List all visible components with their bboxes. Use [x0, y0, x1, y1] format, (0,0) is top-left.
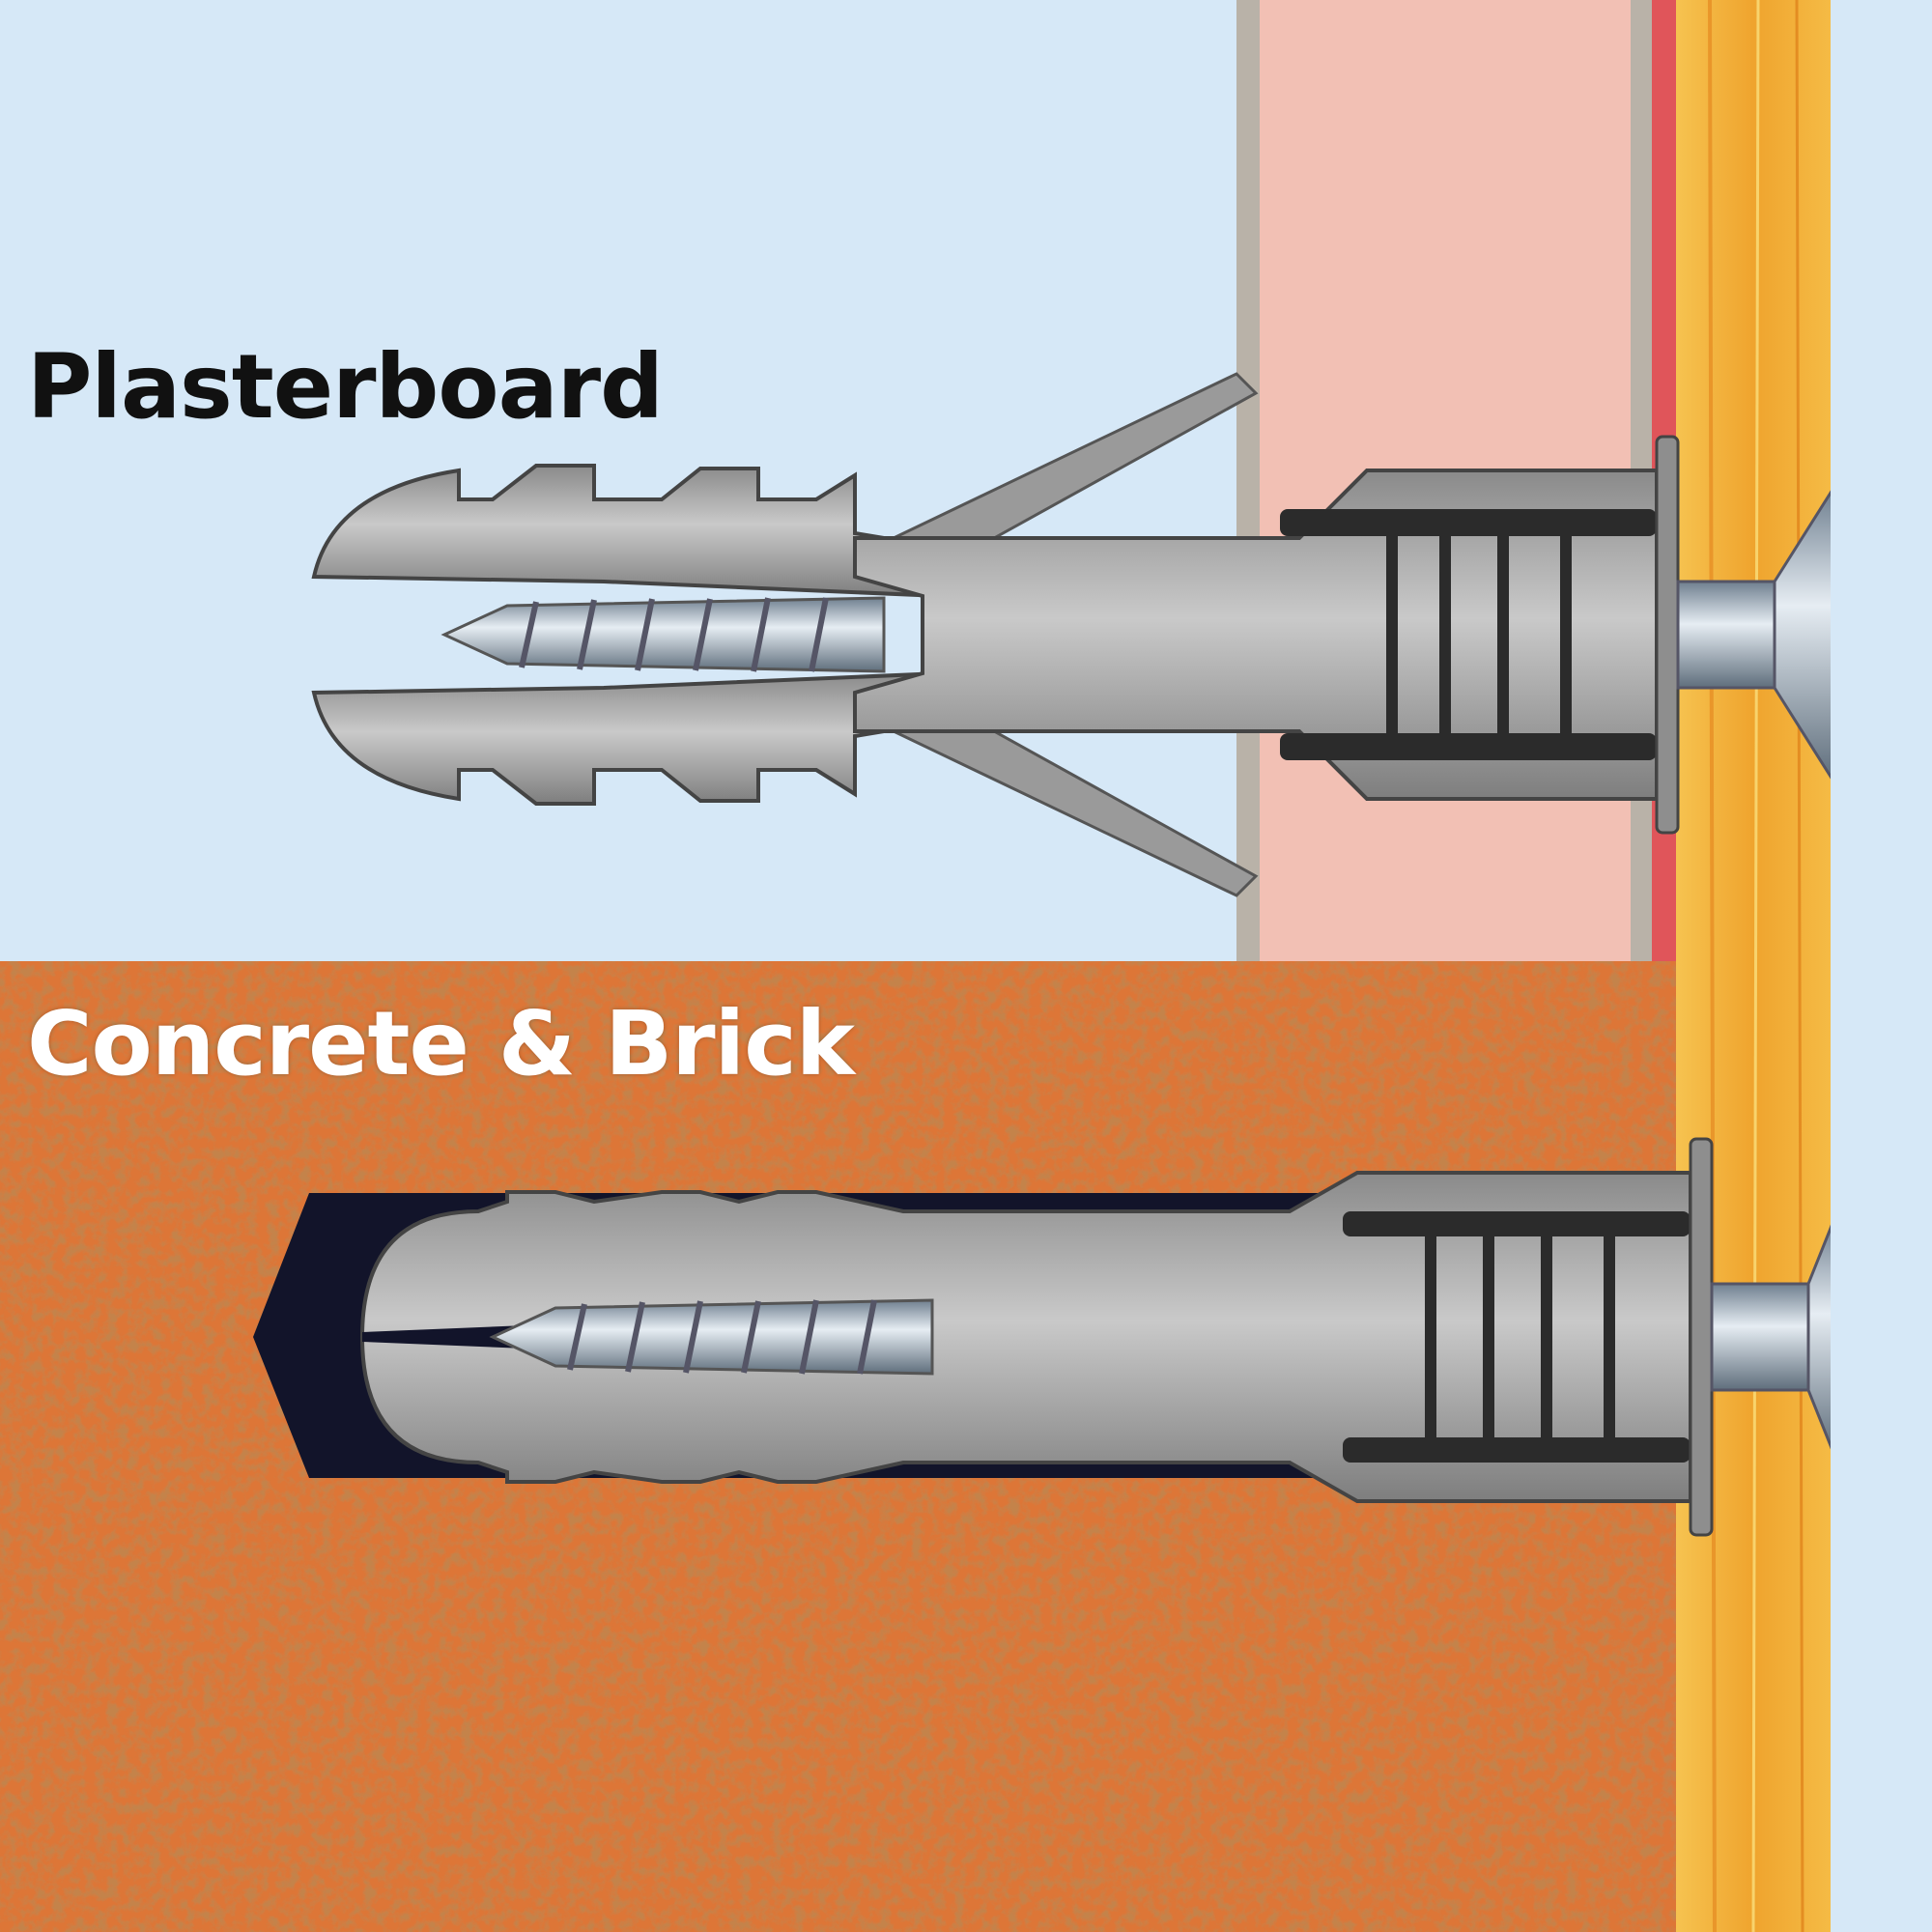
screw-thread	[440, 596, 886, 673]
screw-head	[1676, 484, 1834, 785]
plasterboard-label: Plasterboard	[27, 335, 664, 439]
wall-plug-plasterboard	[311, 372, 1834, 897]
wood-batten	[1676, 0, 1831, 1932]
dowel-flange	[1655, 435, 1680, 835]
screw-head	[1710, 1220, 1835, 1454]
screw-thread	[489, 1298, 934, 1376]
expansion-wings	[890, 372, 1259, 897]
dowel-flange	[1689, 1137, 1714, 1537]
wall-plug-concrete	[359, 1137, 1835, 1537]
concrete-brick-label: Concrete & Brick	[27, 992, 855, 1095]
sky-background-right	[1831, 0, 1932, 1932]
